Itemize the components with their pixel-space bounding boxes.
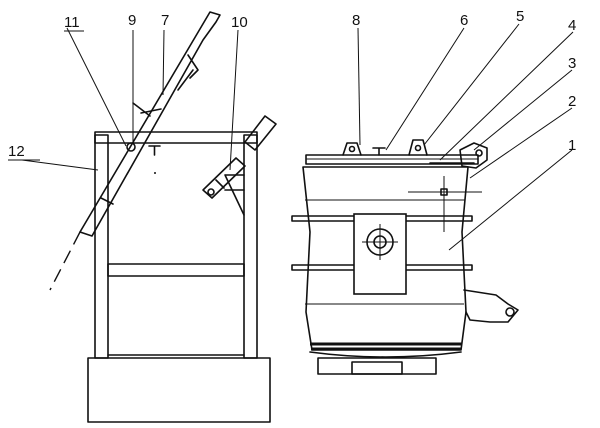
part-labels: 11 9 7 10 12 8 6 5 4 3 2 1	[8, 8, 576, 160]
bottom-curve	[309, 351, 462, 358]
leader-4	[439, 31, 574, 161]
tilting-arm	[49, 11, 221, 291]
label-9: 9	[128, 12, 136, 29]
leader-10	[229, 29, 239, 171]
leader-1	[448, 149, 573, 251]
leader-8	[357, 27, 361, 146]
label-11: 11	[64, 14, 80, 31]
label-2: 2	[568, 93, 576, 110]
leader-7	[162, 29, 165, 96]
right-view	[291, 23, 574, 375]
arm-hook	[177, 54, 199, 91]
leader-5	[423, 23, 520, 146]
cylinder-end	[207, 188, 215, 196]
small-cylinder	[202, 157, 246, 199]
leader-3	[473, 69, 573, 151]
upper-strut	[244, 115, 277, 151]
lug-right-hole	[414, 144, 422, 152]
center-valve	[372, 147, 386, 156]
top-beam	[94, 131, 258, 144]
center-dot	[154, 172, 156, 174]
lug-right	[408, 139, 428, 156]
label-1: 1	[568, 137, 576, 154]
cylinder-ring	[215, 179, 225, 189]
label-7: 7	[161, 12, 169, 29]
left-post	[94, 134, 109, 359]
hinge-plate	[459, 142, 488, 169]
leader-12	[21, 159, 99, 171]
lug-left-hole	[348, 145, 356, 153]
middle-crossbar	[107, 263, 245, 277]
arm-body	[79, 11, 221, 237]
leader-6	[385, 27, 465, 151]
lever-hole	[505, 307, 515, 317]
leader-lines-right	[357, 23, 574, 251]
foot-block	[351, 361, 403, 375]
axis-marker	[440, 188, 448, 196]
drum-foot	[317, 357, 437, 375]
label-6: 6	[460, 12, 468, 29]
side-bracket	[224, 174, 245, 216]
arm-centerline	[49, 231, 81, 291]
beam-mark	[148, 145, 161, 156]
leader-lines-left	[8, 27, 239, 171]
leader-2	[469, 107, 573, 179]
left-view	[8, 11, 277, 423]
label-5: 5	[516, 8, 524, 25]
cylinder-body	[202, 157, 246, 199]
side-lever	[463, 289, 519, 323]
label-8: 8	[352, 12, 360, 29]
base-block	[87, 357, 271, 423]
label-3: 3	[568, 55, 576, 72]
arm-tick-1	[100, 197, 114, 205]
right-post	[243, 134, 258, 359]
lug-left	[342, 142, 362, 156]
arm-clamp-2	[132, 102, 151, 117]
label-10: 10	[231, 14, 248, 31]
hinge-pin	[475, 149, 483, 157]
label-12: 12	[8, 143, 25, 160]
arm-pivot	[126, 142, 136, 152]
label-4: 4	[568, 17, 576, 34]
leader-11	[66, 27, 127, 147]
